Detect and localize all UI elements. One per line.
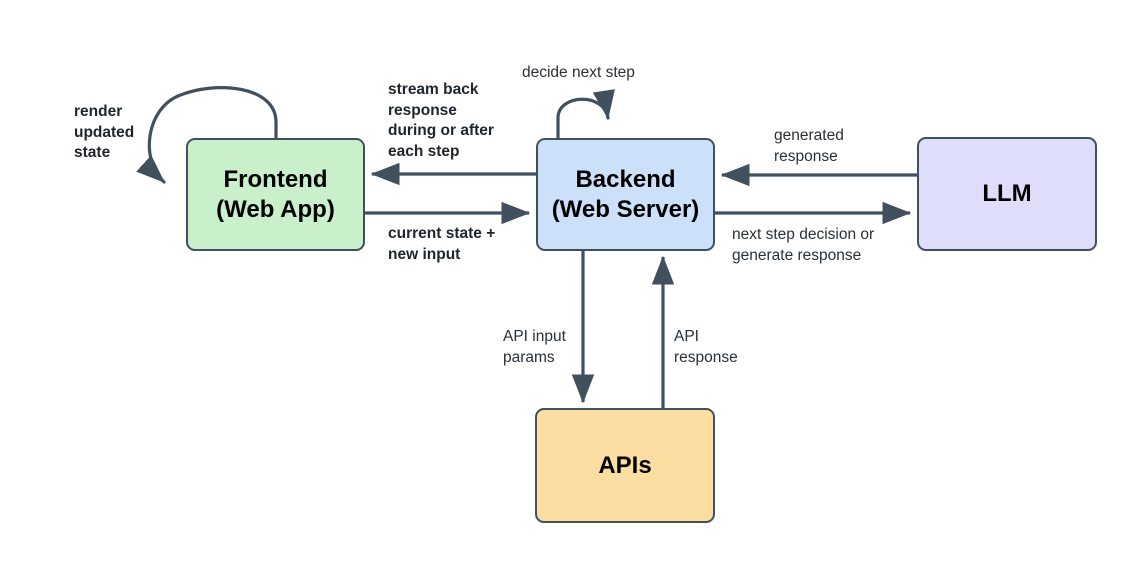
edge-label-next-step-decision: next step decision or generate response xyxy=(732,226,875,264)
edge-label-render-updated-state: render updated state xyxy=(74,103,135,162)
node-apis[interactable]: APIs xyxy=(535,408,715,523)
edge-label-api-input-params: API input params xyxy=(503,328,566,366)
edge-label-api-response: API response xyxy=(674,328,738,366)
node-backend-label: Backend (Web Server) xyxy=(551,166,700,223)
node-llm[interactable]: LLM xyxy=(917,137,1097,251)
edge-label-current-state-new-input: current state + new input xyxy=(388,225,496,263)
edge-label-decide-next-step: decide next step xyxy=(522,64,635,81)
edge-frontend-self-loop xyxy=(136,86,278,184)
node-apis-label: APIs xyxy=(598,451,652,479)
edge-label-stream-back-response: stream back response during or after eac… xyxy=(388,81,494,160)
node-backend[interactable]: Backend (Web Server) xyxy=(536,138,715,251)
node-frontend[interactable]: Frontend (Web App) xyxy=(186,138,365,251)
node-llm-label: LLM xyxy=(982,180,1032,208)
edge-label-generated-response: generated response xyxy=(774,127,844,165)
node-frontend-label: Frontend (Web App) xyxy=(216,166,335,223)
edge-backend-self-loop xyxy=(556,89,615,140)
